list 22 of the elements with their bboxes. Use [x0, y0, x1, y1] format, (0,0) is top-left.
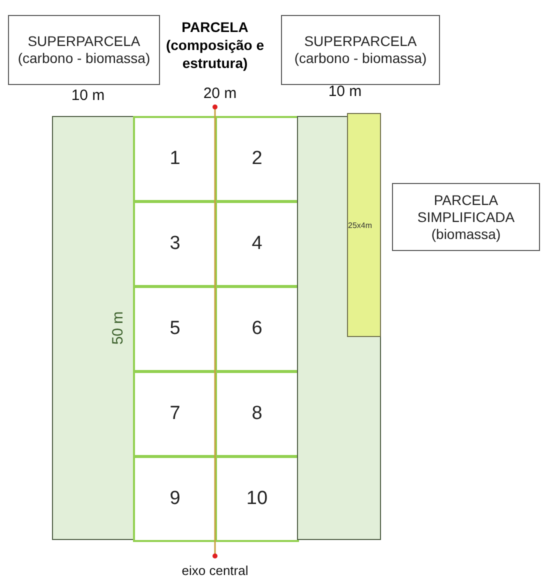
plot-label-box: SUPERPARCELA (carbono - biomassa)	[8, 15, 160, 85]
subplot-cell: 9	[133, 456, 217, 542]
dimension-label: 10 m	[328, 83, 362, 100]
plot-label-box: PARCELA SIMPLIFICADA (biomassa)	[392, 183, 540, 251]
subplot-cell: 10	[215, 456, 299, 542]
subplot-cell: 8	[215, 371, 299, 457]
subplot-cell: 6	[215, 286, 299, 372]
subplot-cell: 1	[133, 116, 217, 202]
subplot-cell: 5	[133, 286, 217, 372]
right-strip	[297, 116, 381, 540]
subplot-cell: 7	[133, 371, 217, 457]
dimension-label: 10 m	[71, 87, 105, 104]
plot-heading: PARCELA (composição e estrutura)	[164, 18, 266, 72]
subplot-cell: 4	[215, 201, 299, 287]
subplot-cell: 2	[215, 116, 299, 202]
subplot-cell: 3	[133, 201, 217, 287]
plot-label-box: SUPERPARCELA (carbono - biomassa)	[281, 15, 440, 85]
axis-label: eixo central	[182, 563, 248, 578]
left-strip	[52, 116, 134, 540]
dimension-label: 20 m	[203, 85, 237, 102]
dimension-label: 50 m	[110, 311, 126, 345]
simplified-plot-strip: 25x4m	[347, 113, 381, 337]
